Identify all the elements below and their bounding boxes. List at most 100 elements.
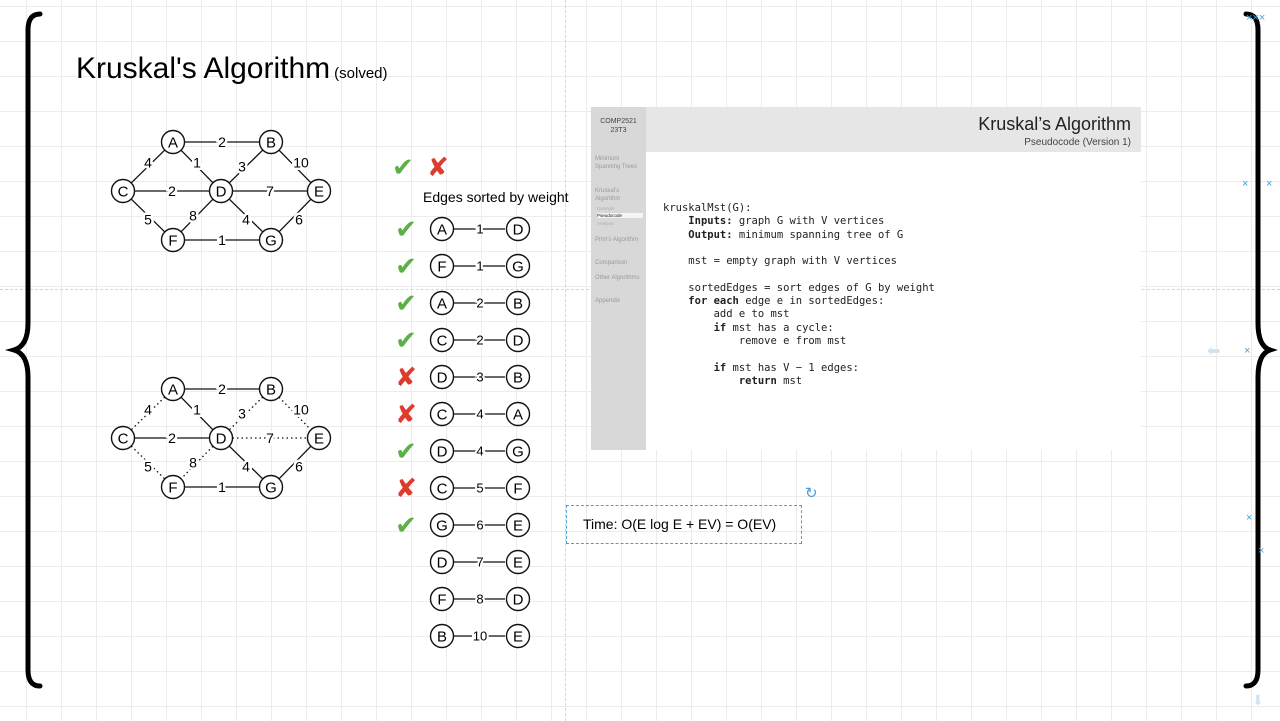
node-label: G: [265, 233, 277, 250]
rotate-handle-icon[interactable]: ↻: [805, 485, 818, 502]
accepted-check-icon: ✔: [395, 510, 417, 540]
node-F[interactable]: F: [160, 227, 186, 253]
edge-D-G[interactable]: 4: [228, 445, 264, 480]
edge-weight-label: 1: [193, 402, 201, 418]
sorted-edge-to-node: [505, 512, 531, 538]
node-B[interactable]: B: [258, 376, 284, 402]
edge-weight-label: 1: [218, 479, 226, 495]
time-complexity-box[interactable]: Time: O(E log E + EV) = O(EV): [566, 505, 802, 544]
selection-handle-icon[interactable]: ×: [1242, 178, 1249, 190]
excluded-edge-B-E[interactable]: 10: [278, 396, 311, 431]
node-D[interactable]: D: [208, 425, 234, 451]
edge-C-D[interactable]: 2: [134, 181, 210, 202]
edge-D-G[interactable]: 4: [228, 198, 264, 233]
node-label: B: [266, 382, 276, 399]
sorted-edge-from-node-label: D: [437, 444, 448, 461]
node-D[interactable]: D: [208, 178, 234, 204]
sorted-edge-to-node-label: F: [513, 481, 522, 498]
selection-handle-icon[interactable]: ×: [1258, 545, 1265, 557]
time-complexity-text[interactable]: Time: O(E log E + EV) = O(EV): [583, 516, 777, 532]
edge-A-B[interactable]: 2: [184, 379, 260, 400]
node-G[interactable]: G: [258, 474, 284, 500]
embedded-slide[interactable]: COMP2521 23T3 Minimum Spanning Trees Kru…: [591, 107, 1141, 450]
node-E[interactable]: E: [306, 425, 332, 451]
edge-line: [180, 396, 214, 431]
sorted-edge-to-node-label: E: [513, 555, 523, 572]
edge-E-G[interactable]: 6: [278, 445, 312, 480]
node-E[interactable]: E: [306, 178, 332, 204]
sorted-edges-title[interactable]: Edges sorted by weight: [423, 189, 569, 205]
arrow-left-icon[interactable]: ⬅: [1207, 343, 1221, 360]
page-title[interactable]: Kruskal's Algorithm(solved): [76, 52, 388, 86]
edge-B-D[interactable]: 3: [228, 149, 264, 184]
course-term: 23T3: [610, 127, 627, 134]
node-label: G: [265, 480, 277, 497]
edge-weight-label: 6: [295, 212, 303, 228]
slide-nav-item: Comparison: [595, 260, 628, 266]
excluded-edge-D-F[interactable]: 8: [180, 445, 214, 480]
excluded-edge-A-C[interactable]: 4: [130, 396, 166, 431]
node-C[interactable]: C: [110, 425, 136, 451]
selection-handle-icon[interactable]: ×××: [1246, 12, 1266, 24]
node-circle: [160, 129, 186, 155]
edge-D-F[interactable]: 8: [180, 198, 214, 233]
edge-F-G[interactable]: 1: [184, 477, 260, 498]
edge-A-C[interactable]: 4: [130, 149, 166, 184]
node-G[interactable]: G: [258, 227, 284, 253]
selection-handle-icon[interactable]: ×: [1266, 178, 1273, 190]
slide-nav-item: Other Algorithms: [595, 275, 640, 281]
edge-A-B[interactable]: 2: [184, 132, 260, 153]
edge-B-E[interactable]: 10: [278, 149, 311, 184]
slide-title: Kruskal’s Algorithm: [978, 114, 1131, 134]
selection-handle-icon[interactable]: ×: [1246, 512, 1253, 524]
excluded-edge-C-F[interactable]: 5: [130, 445, 166, 480]
node-B[interactable]: B: [258, 129, 284, 155]
excluded-edge-D-E[interactable]: 7: [232, 428, 308, 449]
node-circle: [110, 425, 136, 451]
edge-C-F[interactable]: 5: [130, 198, 166, 233]
edge-weight-label: 2: [168, 183, 176, 199]
excluded-edge-B-D[interactable]: 3: [228, 396, 264, 431]
pseudocode: kruskalMst(G): Inputs: graph G with V ve…: [663, 202, 935, 388]
sorted-edge-from-node-label: F: [437, 592, 446, 609]
edge-weight-label: 7: [266, 430, 274, 446]
accepted-check-icon: ✔: [395, 288, 417, 318]
legend[interactable]: ✔ ✘: [392, 152, 449, 183]
edge-weight-label: 8: [189, 208, 197, 224]
sorted-edge-from-node-label: G: [436, 518, 448, 535]
node-A[interactable]: A: [160, 129, 186, 155]
code-keyword: for each: [688, 295, 739, 308]
sorted-edge-to-node: [505, 438, 531, 464]
edge-F-G[interactable]: 1: [184, 230, 260, 251]
node-circle: [208, 425, 234, 451]
arrow-down-icon[interactable]: ⬇: [1252, 692, 1264, 708]
node-C[interactable]: C: [110, 178, 136, 204]
sorted-edge-weight: 10: [473, 629, 487, 644]
selection-handle-icon[interactable]: ×: [1244, 345, 1251, 357]
edge-D-E[interactable]: 7: [232, 181, 308, 202]
edge-A-D[interactable]: 1: [180, 149, 214, 184]
edge-C-D[interactable]: 2: [134, 428, 210, 449]
node-A[interactable]: A: [160, 376, 186, 402]
node-F[interactable]: F: [160, 474, 186, 500]
edge-E-G[interactable]: 6: [278, 198, 312, 233]
edge-A-D[interactable]: 1: [180, 396, 214, 431]
edge-weight-label: 4: [144, 402, 152, 418]
